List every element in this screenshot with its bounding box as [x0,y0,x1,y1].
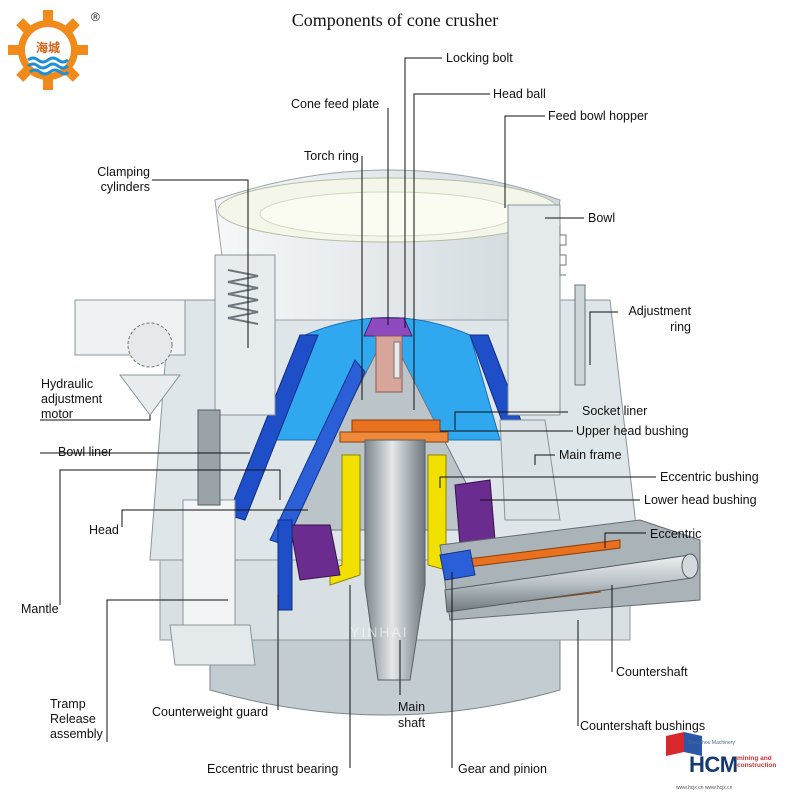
label-hydraulic-line2: adjustment [41,392,103,406]
leader-lines [40,57,656,768]
label-head-ball: Head ball [493,87,546,101]
eccentric-bushing [329,454,361,586]
badge-sub-line2: construction [737,762,777,769]
label-cone-feed-plate: Cone feed plate [291,97,380,111]
china-flag-icon [666,732,684,756]
tramp-release-cylinder [182,499,236,626]
cone-feed-plate [363,317,413,337]
label-tramp-line3: assembly [50,727,103,741]
label-bowl: Bowl [588,211,616,225]
label-counterweight-guard: Counterweight guard [152,705,269,719]
badge-tagline: Shenzhou Machinery [688,740,735,746]
label-torch-ring: Torch ring [304,149,359,163]
bowl-adjustment-column [507,204,561,416]
hydraulic-motor-gear [127,322,173,368]
label-hydraulic-line3: motor [41,407,73,421]
label-mantle: Mantle [21,602,59,616]
label-tramp-line1: Tramp [50,697,86,711]
diagram-title: Components of cone crusher [291,10,499,30]
label-clamping-cylinders-line1: Clamping [97,165,150,179]
registered-mark: ® [91,10,100,24]
label-adjustment-ring-line2: ring [670,320,691,334]
badge-website: www.hcjx.cn www.hcjx.cn [676,785,733,791]
clamping-spring [227,269,259,325]
label-upper-head-bushing: Upper head bushing [576,424,689,438]
tramp-bracket [169,624,256,666]
label-eccentric-thrust-bearing: Eccentric thrust bearing [207,762,339,776]
label-locking-bolt: Locking bolt [446,51,513,65]
label-gear-and-pinion: Gear and pinion [458,762,547,776]
label-tramp-line2: Release [50,712,96,726]
adjustment-pinion [119,374,181,416]
eu-flag-icon [684,732,702,756]
bowl-liner-left [227,334,319,521]
badge-sub-line1: mining and [737,755,772,762]
label-bowl-liner: Bowl liner [58,445,113,459]
haicheng-logo: 海城 [8,10,88,90]
label-countershaft-bushings: Countershaft bushings [580,719,706,733]
eccentric-blue-block [277,519,293,611]
counterweight-left [289,524,341,581]
label-lower-head-bushing: Lower head bushing [644,493,757,507]
hcm-badge-graphic [662,732,780,794]
label-eccentric-bushing: Eccentric bushing [660,470,759,484]
lower-head-bushing-part [454,479,496,546]
label-main-frame: Main frame [559,448,622,462]
watermark: YINHAI [350,624,409,640]
label-main-shaft-line1: Main [398,700,426,714]
gear-ring [439,549,476,581]
tramp-release-rod [197,409,221,506]
main-frame-right-wall [499,419,561,521]
label-countershaft: Countershaft [616,665,688,679]
label-eccentric: Eccentric [650,527,702,541]
label-socket-liner: Socket liner [582,404,648,418]
label-main-shaft-line2: shaft [398,716,426,730]
socket-liner [351,419,441,433]
label-feed-bowl-hopper: Feed bowl hopper [548,109,649,123]
countershaft-end [681,553,699,579]
main-shaft [364,439,426,681]
locking-bolt-shape [393,341,401,379]
adjustment-ring-bolt [574,284,586,386]
badge-brand: HCM [689,752,738,777]
label-head: Head [89,523,119,537]
logo-text: 海城 [36,40,60,55]
label-hydraulic-line1: Hydraulic [41,377,94,391]
adjustment-ring-teeth [559,225,567,276]
label-clamping-cylinders-line2: cylinders [100,180,150,194]
label-adjustment-ring-line1: Adjustment [628,304,691,318]
clamping-cylinder-housing [214,254,276,416]
